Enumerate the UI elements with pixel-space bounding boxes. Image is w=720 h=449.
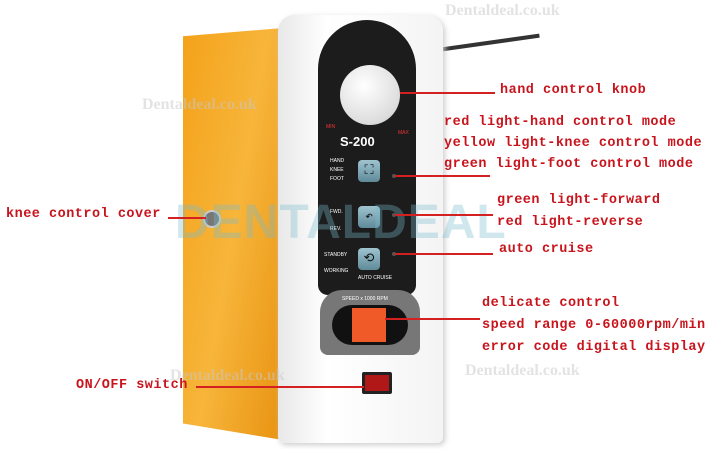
mode-foot: FOOT	[330, 176, 344, 182]
pointer-line	[196, 386, 364, 388]
fwd-label: FWD.	[330, 209, 343, 215]
knee-control-cover[interactable]	[203, 210, 221, 228]
label-mode-green: green light-foot control mode	[444, 157, 694, 172]
pointer-line	[400, 92, 495, 94]
knee-side-panel	[183, 28, 283, 440]
watermark: Dentaldeal.co.uk	[465, 362, 580, 379]
auto-cruise-label: AUTO CRUISE	[358, 275, 393, 281]
label-knob: hand control knob	[500, 83, 647, 98]
label-display-3: error code digital display	[482, 340, 706, 355]
mode-knee: KNEE	[330, 167, 344, 173]
speed-label: SPEED x 1000 RPM	[342, 296, 388, 302]
label-mode-red: red light-hand control mode	[444, 115, 677, 130]
pointer-line	[395, 175, 490, 177]
max-label: MAX	[398, 130, 409, 136]
label-auto-cruise: auto cruise	[499, 242, 594, 257]
label-knee-cover: knee control cover	[6, 207, 161, 222]
digital-display	[352, 308, 386, 342]
label-forward: green light-forward	[497, 193, 661, 208]
label-display-1: delicate control	[482, 296, 620, 311]
pointer-dot	[392, 213, 396, 217]
label-display-2: speed range 0-60000rpm/min	[482, 318, 706, 333]
pointer-dot	[392, 252, 396, 256]
pointer-line	[395, 214, 493, 216]
mode-button[interactable]: ⛶	[358, 160, 380, 182]
label-mode-yellow: yellow light-knee control mode	[444, 136, 703, 151]
watermark: Dentaldeal.co.uk	[445, 2, 560, 19]
on-off-switch[interactable]	[362, 372, 392, 394]
pointer-dot	[392, 174, 396, 178]
cruise-button[interactable]: ⟲	[358, 248, 380, 270]
hand-control-knob[interactable]	[340, 65, 400, 125]
pointer-line	[385, 318, 480, 320]
min-label: MIN	[326, 124, 336, 130]
watermark-big: DENTALDEAL	[175, 196, 507, 249]
watermark: Dentaldeal.co.uk	[170, 367, 285, 384]
display-bezel: SPEED x 1000 RPM	[320, 290, 420, 355]
mode-hand: HAND	[330, 158, 345, 164]
working-label: WORKING	[324, 268, 349, 274]
pointer-line	[395, 253, 493, 255]
direction-button[interactable]: ↶	[358, 206, 380, 228]
label-switch: ON/OFF switch	[76, 378, 188, 393]
watermark: Dentaldeal.co.uk	[142, 96, 257, 113]
model-label: S-200	[340, 134, 375, 149]
standby-label: STANDBY	[324, 252, 348, 258]
label-reverse: red light-reverse	[497, 215, 644, 230]
pointer-line	[168, 217, 206, 219]
rev-label: REV.	[330, 226, 342, 232]
